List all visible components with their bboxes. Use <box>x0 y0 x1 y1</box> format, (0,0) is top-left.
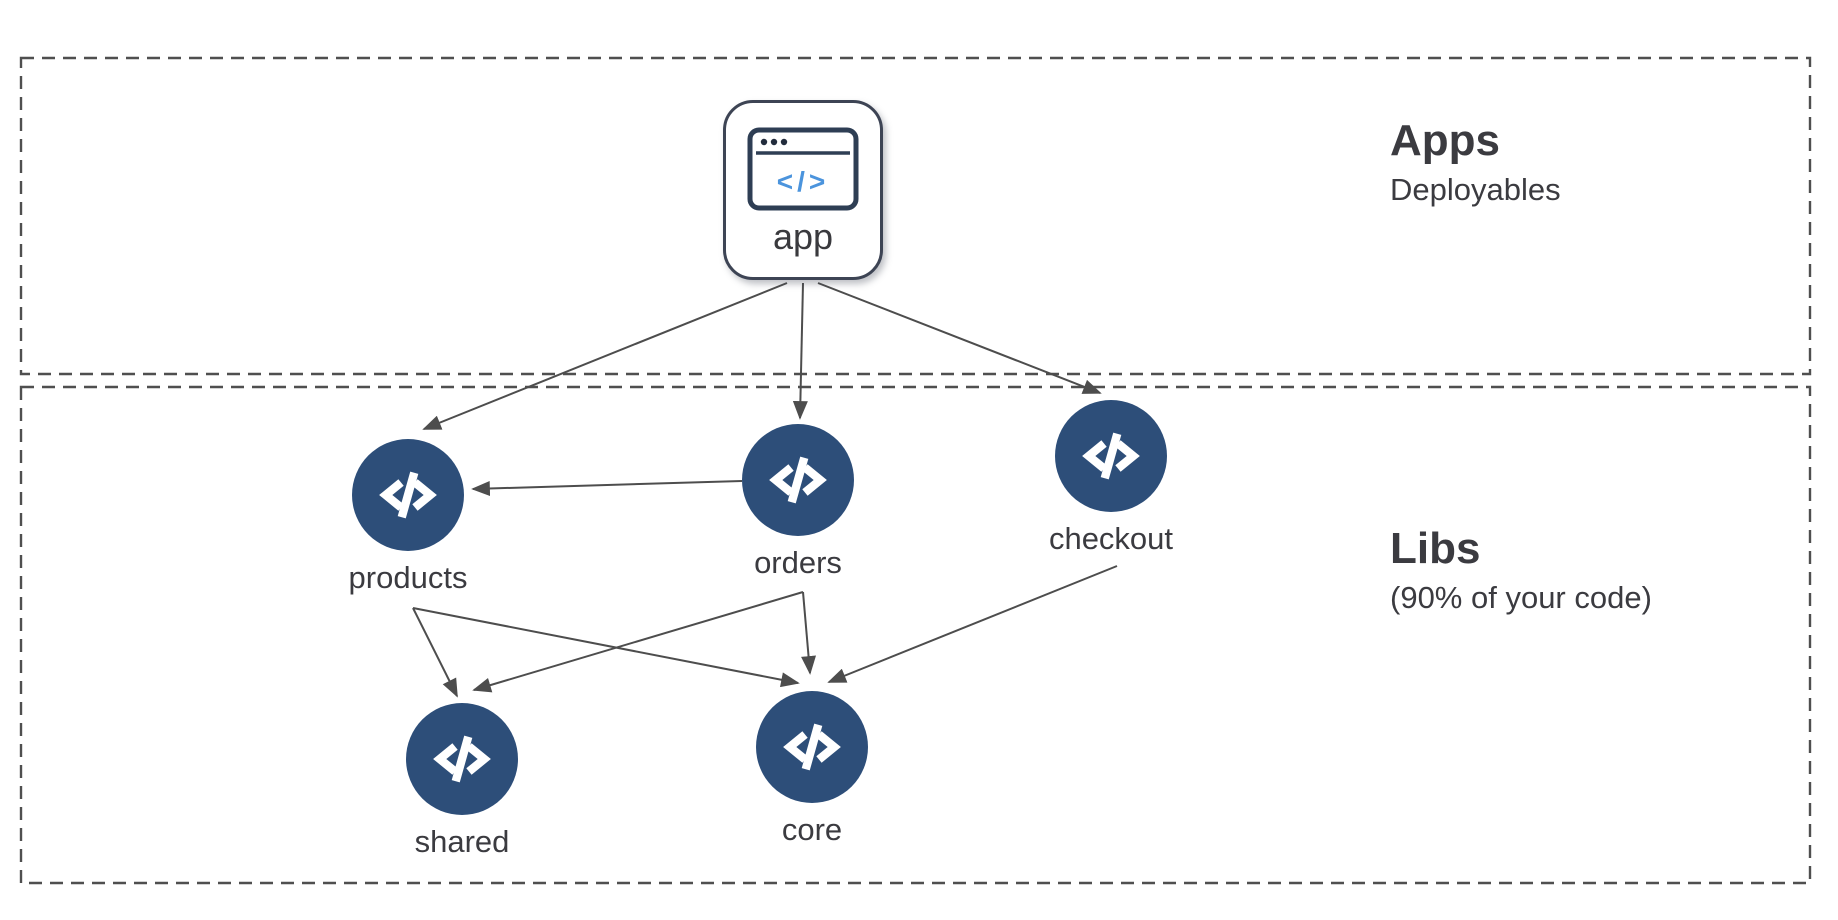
node-checkout: checkout <box>1011 400 1211 554</box>
node-products: products <box>308 439 508 593</box>
edge-products-to-core <box>412 607 800 688</box>
edge-app-to-products <box>422 282 788 430</box>
shared-circle <box>406 703 518 815</box>
libs-group-box <box>19 385 1812 885</box>
edge-app-to-orders <box>792 282 808 420</box>
node-orders: orders <box>698 424 898 578</box>
products-circle <box>352 439 464 551</box>
core-circle <box>756 691 868 803</box>
code-icon <box>379 471 437 519</box>
edge-products-to-shared <box>412 607 458 698</box>
code-icon <box>1082 432 1140 480</box>
code-icon <box>769 456 827 504</box>
edge-orders-to-core <box>801 591 817 675</box>
code-glyph: </> <box>777 166 829 197</box>
libs-group-title: Libs <box>1390 524 1481 573</box>
edge-app-to-checkout <box>817 282 1102 394</box>
browser-code-icon: </> <box>747 127 859 211</box>
node-app: </> app <box>723 100 883 280</box>
code-icon <box>783 723 841 771</box>
node-checkout-label: checkout <box>1048 521 1174 556</box>
code-icon <box>433 735 491 783</box>
libs-group-subtitle: (90% of your code) <box>1390 579 1652 615</box>
node-core: core <box>712 691 912 845</box>
node-app-label: app <box>772 216 834 257</box>
edge-orders-to-shared <box>472 591 804 693</box>
node-core-label: core <box>781 812 843 847</box>
libs-group-label: Libs (90% of your code) <box>1390 524 1652 616</box>
node-shared-label: shared <box>414 824 510 859</box>
checkout-circle <box>1055 400 1167 512</box>
node-shared: shared <box>362 703 562 857</box>
node-products-label: products <box>348 560 468 595</box>
orders-circle <box>742 424 854 536</box>
apps-group-box <box>19 56 1812 376</box>
apps-group-subtitle: Deployables <box>1390 171 1561 207</box>
node-orders-label: orders <box>754 545 842 580</box>
apps-group-title: Apps <box>1390 116 1500 165</box>
apps-group-label: Apps Deployables <box>1390 116 1561 208</box>
edge-orders-to-products <box>471 480 743 496</box>
edge-checkout-to-core <box>827 565 1118 683</box>
